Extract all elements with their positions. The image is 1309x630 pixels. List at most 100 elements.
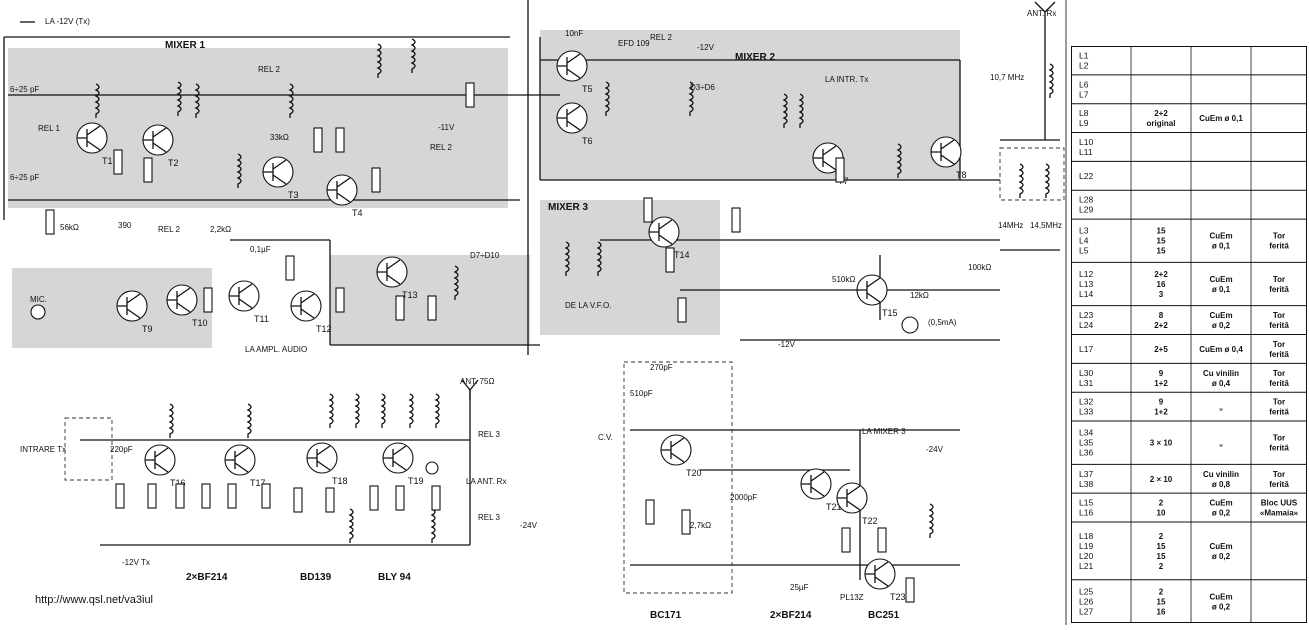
coil-name-cell: L4 [1079,236,1089,246]
r12k-label: 12kΩ [910,291,929,300]
resistor [427,295,437,321]
coil-name-cell: L18 [1079,531,1093,541]
turns-cell: 15 [1157,597,1166,606]
coil-name-cell: L27 [1079,606,1093,616]
wire-cell: ø 0,2 [1212,552,1231,561]
coil-name-cell: L2 [1079,60,1089,70]
wire-cell: Cu vinilin [1203,369,1239,378]
transistor-t23: T23 [864,558,906,602]
d7d10-label: D7÷D10 [470,251,500,260]
wire-cell: „ [1219,439,1223,448]
resistor [877,527,887,553]
resistor [325,487,335,513]
wire-cell: „ [1219,403,1223,412]
turns-cell: 15 [1157,542,1166,551]
svg-text:T11: T11 [254,314,269,324]
transistor-t1: T1 [76,122,113,166]
transistor-t14: T14 [648,216,690,260]
coil-name-cell: L15 [1079,498,1093,508]
transistor-t9: T9 [116,290,153,334]
vfo-bus-wire [630,429,960,580]
core-cell: Tor [1273,470,1285,479]
resistor [147,483,157,509]
coil [1018,163,1024,198]
resistor [665,247,675,273]
coil [176,81,182,116]
ant-rx-label: ANT. Rx [1027,9,1056,18]
pa-bus-wire [80,390,471,546]
svg-text:T20: T20 [686,468,702,478]
coil-name-cell: L38 [1079,479,1093,489]
coil-name-cell: L19 [1079,541,1093,551]
r22k-label: 2,2kΩ [210,225,231,234]
transistor-t12: T12 [290,290,332,334]
r390-label: 390 [118,221,132,230]
resistor [45,209,55,235]
meter-label: (0,5mA) [928,318,957,327]
transistor-t6: T6 [556,102,593,146]
svg-text:T2: T2 [168,158,179,168]
la-mixer3-label: LA MIXER 3 [862,427,906,436]
turns-cell: 2+2 [1154,321,1168,330]
wire-cell: ø 0,4 [1212,379,1231,388]
resistor [431,485,441,511]
rel3-label-a: REL 3 [478,430,500,439]
turns-cell: 2+5 [1154,345,1168,354]
turns-cell: 2+2 [1154,270,1168,279]
coil-name-cell: L16 [1079,508,1093,518]
svg-text:T22: T22 [862,516,878,526]
resistor [371,167,381,193]
transistor-t4: T4 [326,174,363,218]
resistor [313,127,323,153]
coil-name-cell: L1 [1079,50,1089,60]
coil-name-cell: L28 [1079,195,1093,205]
turns-cell: 10 [1157,509,1166,518]
c01uf-label: 0,1µF [250,245,271,254]
c220pf-label: 220pF [110,445,133,454]
wire-cell: ø 0,8 [1212,480,1231,489]
wire-cell: CuEm [1209,592,1232,601]
core-cell: Tor [1273,232,1285,241]
top-line-label: LA -12V (Tx) [45,17,90,26]
core-cell: Tor [1273,434,1285,443]
core-cell: ferită [1269,285,1289,294]
coil [596,241,602,276]
turns-cell: 3 [1159,290,1164,299]
resistor [335,127,345,153]
core-cell: Tor [1273,275,1285,284]
coil [354,393,360,428]
efd109-label: EFD 109 [618,39,650,48]
svg-text:T13: T13 [402,290,418,300]
transistor-t18: T18 [306,442,348,486]
wire-cell: CuEm [1209,311,1232,320]
core-cell: Tor [1273,340,1285,349]
coil [430,508,436,543]
resistor [645,499,655,525]
coil-name-cell: L6 [1079,79,1089,89]
minus24v-2-label: -24V [926,445,944,454]
transistor-t21: T21 [800,468,842,512]
coil-name-cell: L10 [1079,137,1093,147]
transistor-t22: T22 [836,482,878,526]
top-rail-wire [3,36,961,220]
minus12v-top-label: -12V [697,43,715,52]
svg-text:T1: T1 [102,156,113,166]
turns-cell: 16 [1157,607,1166,616]
group-2xbf214-b: 2×BF214 [770,610,812,621]
svg-text:T16: T16 [170,478,186,488]
turns-cell: 2 [1159,562,1164,571]
rel2-label-a: REL 2 [258,65,280,74]
coil-name-cell: L21 [1079,561,1093,571]
minus24v-label: -24V [520,521,538,530]
coil-name-cell: L13 [1079,279,1093,289]
resistor [643,197,653,223]
